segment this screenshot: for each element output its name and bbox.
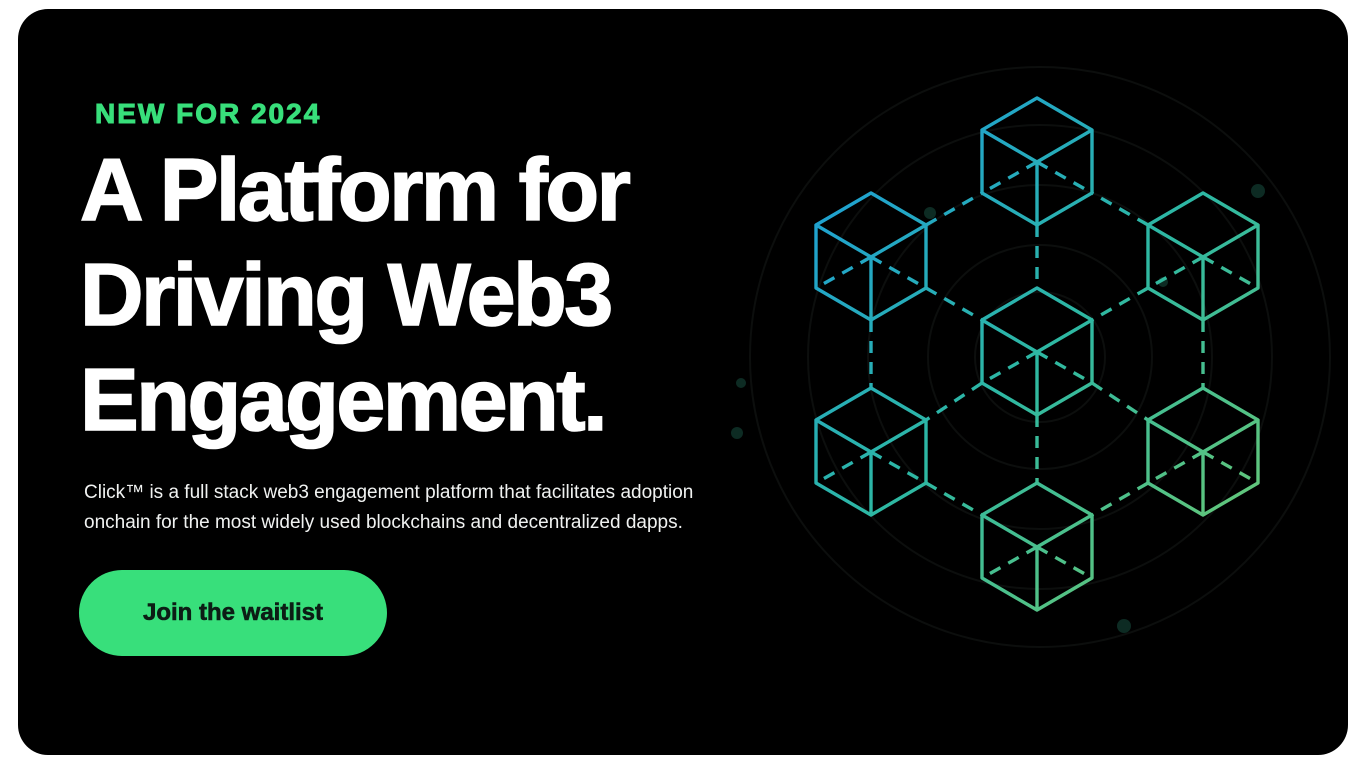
heading-line-3: Engagement. (79, 349, 608, 450)
hero-heading: A Platform for Driving Web3 Engagement. (79, 137, 632, 452)
join-waitlist-button[interactable]: Join the waitlist (79, 570, 387, 656)
heading-line-2: Driving Web3 (79, 244, 614, 345)
description-line-2: onchain for the most widely used blockch… (84, 512, 683, 533)
hero-description: Click™ is a full stack web3 engagement p… (84, 478, 693, 538)
eyebrow-label: NEW FOR 2024 (94, 98, 322, 130)
heading-line-1: A Platform for (79, 139, 632, 240)
description-line-1: Click™ is a full stack web3 engagement p… (84, 482, 694, 503)
hero-panel: NEW FOR 2024 A Platform for Driving Web3… (18, 9, 1348, 755)
